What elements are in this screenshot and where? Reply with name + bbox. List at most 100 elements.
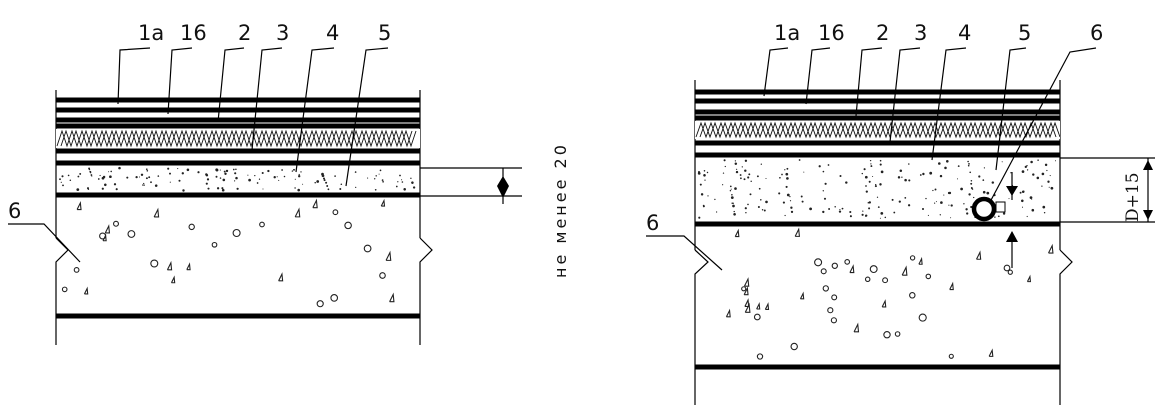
sand-speck — [786, 193, 790, 197]
sand-speck — [877, 206, 880, 208]
sand-speck — [294, 178, 296, 180]
sand-speck — [744, 169, 747, 172]
sand-speck — [1041, 172, 1045, 176]
sand-speck — [401, 181, 404, 183]
aggregate-stone — [814, 258, 823, 267]
sand-speck — [934, 188, 937, 191]
sand-speck — [723, 159, 726, 162]
sand-speck — [875, 184, 877, 186]
sand-speck — [893, 211, 896, 214]
aggregate-stone — [127, 230, 136, 238]
sand-speck — [236, 187, 239, 190]
sand-speck — [929, 171, 933, 175]
sand-speck — [870, 163, 872, 165]
sand-speck — [321, 174, 325, 178]
sand-speck — [276, 176, 278, 178]
insulation-hatch — [56, 129, 417, 148]
sand-speck — [750, 180, 752, 183]
sand-speck — [97, 178, 100, 180]
sand-speck — [113, 183, 117, 186]
right-dim-label: D+15 — [1123, 172, 1143, 222]
sand-speck — [809, 207, 812, 211]
sand-speck — [399, 174, 401, 177]
right-label-1a: 1a — [774, 21, 800, 45]
sand-speck — [378, 173, 380, 175]
aggregate-stone — [332, 209, 339, 216]
sand-speck — [326, 185, 329, 187]
sand-speck — [749, 193, 752, 196]
sand-speck — [823, 197, 827, 200]
sand-speck — [154, 184, 158, 187]
sand-speck — [803, 171, 805, 173]
sand-speck — [248, 178, 251, 182]
sand-speck — [1048, 186, 1050, 188]
sand-speck — [118, 166, 121, 170]
sand-speck — [786, 167, 789, 170]
sand-speck — [874, 185, 877, 188]
sand-speck — [67, 174, 70, 177]
sand-speck — [1047, 180, 1050, 183]
aggregate-stone — [1026, 274, 1032, 283]
aggregate-stone — [743, 286, 749, 296]
hatch-stroke — [60, 129, 417, 148]
sand-speck — [225, 169, 229, 173]
sand-speck — [932, 189, 934, 192]
sand-speck — [403, 188, 406, 191]
sand-speck — [828, 208, 831, 210]
sand-speck — [868, 207, 871, 210]
sand-speck — [841, 207, 844, 210]
aggregate-stone — [278, 272, 284, 282]
sand-speck — [967, 160, 969, 163]
sand-speck — [938, 162, 941, 165]
aggregate-stone — [883, 330, 891, 339]
right-leader-4 — [931, 47, 967, 161]
aggregate-stone — [949, 281, 954, 291]
sand-speck — [732, 202, 734, 204]
sand-speck — [77, 175, 80, 178]
sand-speck — [101, 187, 104, 190]
right-leader-base-6 — [646, 235, 723, 271]
aggregate-stone — [853, 322, 860, 333]
sand-speck — [1019, 191, 1022, 194]
sand-speck — [757, 205, 760, 209]
sand-speck — [247, 174, 249, 176]
sand-speck — [734, 162, 738, 165]
sand-speck — [758, 187, 761, 190]
aggregate-stone — [988, 348, 994, 357]
right-label-16: 16 — [818, 21, 845, 45]
left-wall-break — [55, 237, 69, 345]
sand-speck — [790, 210, 794, 214]
sand-speck — [986, 191, 990, 195]
sand-speck — [966, 212, 969, 215]
sand-speck — [839, 209, 841, 211]
sand-speck — [745, 211, 747, 214]
aggregate-stone — [389, 292, 395, 303]
sand-speck — [748, 173, 751, 176]
sand-speck — [785, 185, 788, 188]
sand-speck — [206, 178, 210, 181]
sand-speck — [730, 188, 732, 190]
sand-speck — [1021, 190, 1025, 193]
sand-speck — [861, 172, 863, 175]
right-fig-left-wall-break — [694, 249, 709, 405]
sand-speck — [215, 175, 218, 178]
sand-speck — [221, 187, 224, 190]
sand-speck — [904, 178, 907, 182]
sand-speck — [698, 216, 701, 219]
sand-speck — [934, 202, 936, 204]
sand-speck — [1002, 212, 1006, 215]
sand-speck — [839, 174, 842, 178]
sand-speck — [790, 206, 793, 209]
sand-speck — [948, 204, 950, 206]
sand-speck — [789, 195, 791, 198]
sand-speck — [861, 213, 864, 216]
sand-speck — [838, 210, 842, 213]
sand-speck — [1046, 169, 1048, 172]
sand-speck — [741, 166, 743, 168]
sand-speck — [1032, 173, 1035, 176]
sand-speck — [1031, 198, 1033, 200]
aggregate-stone — [104, 224, 111, 234]
sand-speck — [994, 216, 996, 218]
sand-speck — [756, 175, 759, 178]
aggregate-stone — [753, 313, 761, 321]
